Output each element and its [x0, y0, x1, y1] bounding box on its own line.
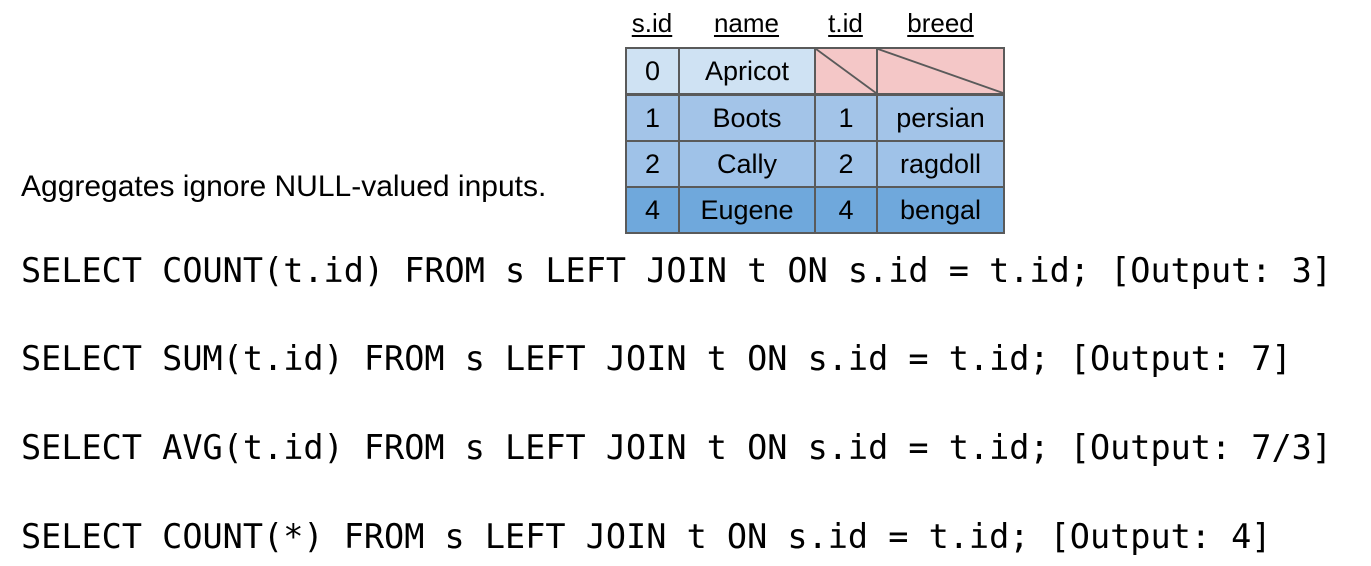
- null-cell-breed: [876, 47, 1005, 95]
- query-avg-tid: SELECT AVG(t.id) FROM s LEFT JOIN t ON s…: [21, 428, 1332, 467]
- cell-name: Cally: [678, 140, 816, 188]
- header-breed: breed: [907, 8, 974, 38]
- cell-name: Boots: [678, 94, 816, 142]
- header-name: name: [713, 8, 780, 38]
- cell-breed: persian: [876, 94, 1005, 142]
- query-sum-tid: SELECT SUM(t.id) FROM s LEFT JOIN t ON s…: [21, 339, 1292, 378]
- null-cell-t-id: [814, 47, 878, 95]
- query-count-tid: SELECT COUNT(t.id) FROM s LEFT JOIN t ON…: [21, 251, 1332, 290]
- query-count-star: SELECT COUNT(*) FROM s LEFT JOIN t ON s.…: [21, 517, 1272, 556]
- cell-t-id: 1: [814, 94, 878, 142]
- cell-t-id: 2: [814, 140, 878, 188]
- aggregate-note: Aggregates ignore NULL-valued inputs.: [21, 170, 547, 203]
- cell-t-id: 4: [814, 186, 878, 234]
- cell-s-id: 2: [625, 140, 680, 188]
- cell-name: Apricot: [678, 47, 816, 95]
- cell-breed: bengal: [876, 186, 1005, 234]
- null-slash-icon: [878, 49, 1003, 93]
- cell-s-id: 4: [625, 186, 680, 234]
- cell-s-id: 0: [625, 47, 680, 95]
- header-s-id: s.id: [631, 8, 673, 38]
- cell-s-id: 1: [625, 94, 680, 142]
- header-t-id: t.id: [828, 8, 863, 38]
- null-slash-icon: [816, 49, 876, 93]
- cell-name: Eugene: [678, 186, 816, 234]
- cell-breed: ragdoll: [876, 140, 1005, 188]
